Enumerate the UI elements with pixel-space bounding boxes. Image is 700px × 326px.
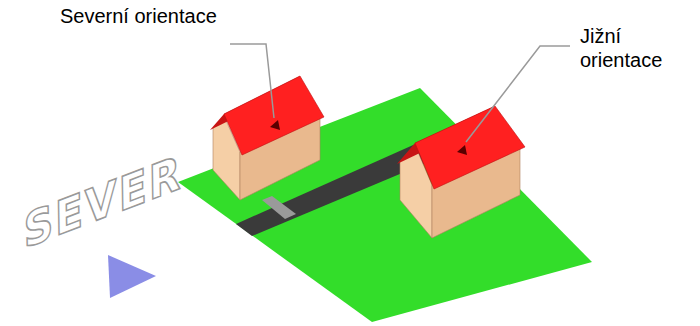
roof-front (415, 106, 525, 189)
roof-marker (457, 145, 467, 155)
leader-line (230, 44, 274, 118)
roof-marker (270, 120, 280, 130)
callout-label: Severní orientace (60, 4, 217, 28)
callout-label: Jižní orientace (580, 24, 692, 72)
north-arrow (108, 255, 156, 298)
leader-line (466, 46, 570, 142)
direction-word: SEVER (23, 146, 182, 258)
footpath (262, 196, 296, 219)
